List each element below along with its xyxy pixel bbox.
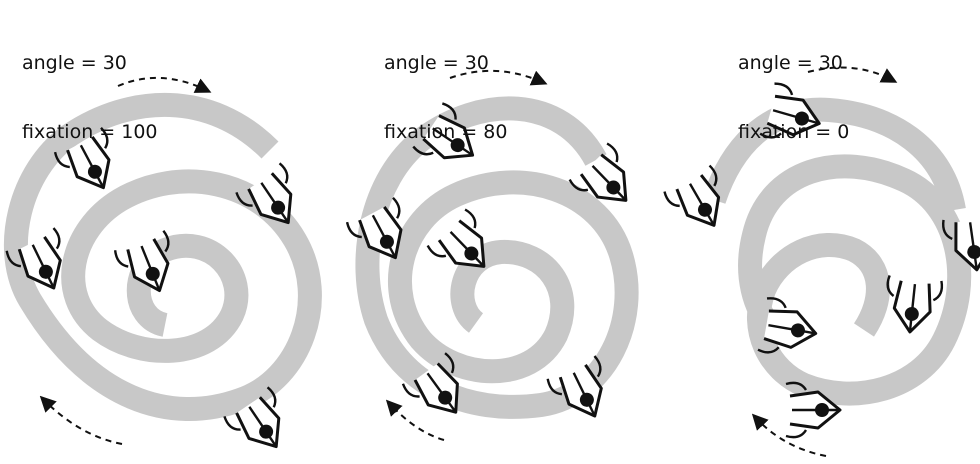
angle-label: angle = 30 [22, 52, 158, 75]
panel-caption: angle = 30 fixation = 100 [22, 6, 158, 190]
rotation-arrow-bottom [44, 400, 122, 444]
rotation-arrow-bottom [390, 404, 444, 440]
angle-label: angle = 30 [738, 52, 849, 75]
fixation-label: fixation = 80 [384, 121, 507, 144]
panel-fixation-80: angle = 30 fixation = 80 [346, 0, 672, 464]
panel-fixation-0: angle = 30 fixation = 0 [654, 0, 980, 464]
panel-fixation-100: angle = 30 fixation = 100 [0, 0, 326, 464]
nib-4 [883, 275, 943, 334]
spiral-stroke [750, 166, 959, 393]
fixation-label: fixation = 0 [738, 121, 849, 144]
panel-caption: angle = 30 fixation = 80 [384, 6, 507, 190]
panel-caption: angle = 30 fixation = 0 [738, 6, 849, 190]
angle-label: angle = 30 [384, 52, 507, 75]
fixation-label: fixation = 100 [22, 121, 158, 144]
